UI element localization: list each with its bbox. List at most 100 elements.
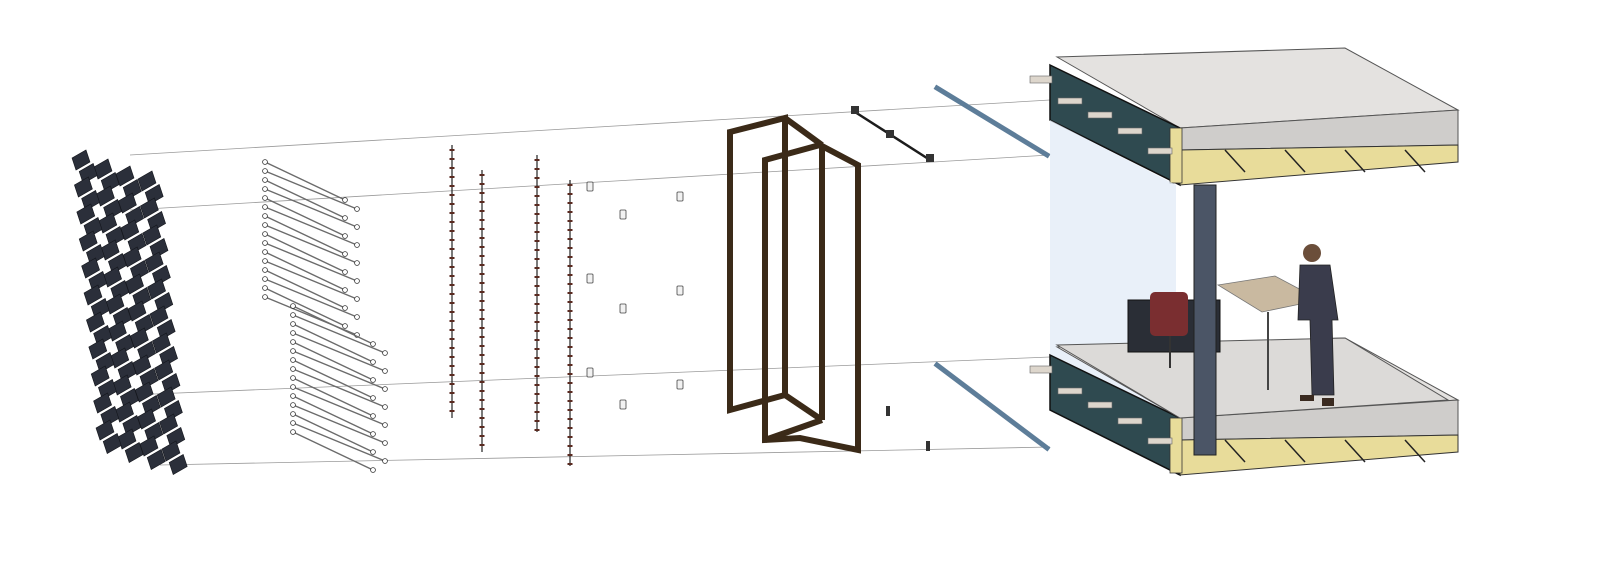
cable-clamp: [449, 383, 455, 385]
solar-panel: [76, 203, 96, 225]
solar-panel: [161, 440, 181, 462]
office-chair: [1150, 292, 1188, 336]
cable-clamp: [479, 345, 485, 347]
cable-clamp: [534, 177, 540, 179]
cable-clamp: [567, 247, 573, 249]
rod-end: [342, 251, 348, 257]
cable-clamp: [534, 348, 540, 350]
solar-panel: [108, 253, 127, 274]
solar-panel: [130, 260, 149, 281]
solar-panel: [102, 433, 122, 454]
rod-end: [382, 368, 388, 374]
cable-clamp: [567, 364, 573, 366]
rod-end: [382, 422, 388, 428]
solar-panel: [88, 271, 108, 292]
joist: [1224, 149, 1246, 173]
solar-panel: [156, 319, 176, 340]
cable-clamp: [449, 194, 455, 196]
cable-clamp: [567, 238, 573, 240]
cable-clamp: [479, 417, 485, 419]
edge-channel-bars: [933, 84, 1051, 452]
cable-clamp: [534, 312, 540, 314]
support-rod: [292, 341, 374, 381]
cable-clamp: [449, 257, 455, 259]
rod-end: [354, 206, 360, 212]
cable-clamp: [449, 293, 455, 295]
solar-panel: [90, 365, 110, 387]
support-rod: [292, 386, 386, 426]
rod-end: [342, 287, 348, 293]
cable-clamp: [567, 193, 573, 195]
rod-end: [382, 458, 388, 464]
solar-panel: [159, 346, 178, 367]
rail-clip: [851, 106, 859, 114]
solar-panel: [120, 388, 139, 409]
joist: [1404, 149, 1426, 173]
rod-end: [370, 431, 376, 437]
cable-clamp: [534, 375, 540, 377]
rod-end: [262, 276, 268, 282]
rod-end: [370, 341, 376, 347]
rod-end: [262, 240, 268, 246]
support-rod: [264, 233, 346, 273]
floor-surface: [1055, 337, 1450, 419]
rod-end: [382, 404, 388, 410]
joist: [1224, 439, 1246, 463]
cable-clamp: [449, 347, 455, 349]
person-shoe: [1300, 395, 1314, 401]
support-rod: [264, 287, 346, 327]
solar-panel: [125, 206, 144, 227]
cable-clamp: [449, 266, 455, 268]
rod-end: [342, 197, 348, 203]
cable-clamp: [449, 212, 455, 214]
cable-clamp: [479, 381, 485, 383]
cable-clamp: [567, 427, 573, 429]
solar-panel: [137, 170, 157, 192]
solar-panel: [144, 422, 164, 443]
cable-clamp: [567, 418, 573, 420]
cable-clamp: [449, 356, 455, 358]
cable-clamp: [567, 463, 573, 465]
rod-end: [290, 384, 296, 390]
rod-end: [354, 314, 360, 320]
cable-clamp: [449, 275, 455, 277]
cable-clamp: [534, 330, 540, 332]
solar-panel: [117, 361, 137, 382]
building-section: [1029, 47, 1460, 477]
anchor-plate: [1117, 417, 1143, 425]
frame-member: [764, 417, 823, 443]
bracket: [619, 209, 627, 220]
cable-clamp: [449, 365, 455, 367]
rod-end: [262, 177, 268, 183]
cable-clamp: [567, 436, 573, 438]
rod-end: [290, 321, 296, 327]
cable-clamp: [449, 329, 455, 331]
rod-end: [290, 366, 296, 372]
anchor-plate: [1057, 97, 1083, 105]
cable-clamp: [479, 210, 485, 212]
cable-clamp: [534, 195, 540, 197]
rod-end: [290, 375, 296, 381]
rod-end: [354, 278, 360, 284]
cable-clamp: [449, 239, 455, 241]
solar-panel: [83, 217, 103, 238]
cable-clamp: [534, 339, 540, 341]
cable-clamp: [534, 168, 540, 170]
solar-panel: [115, 334, 134, 355]
solar-panel: [156, 386, 176, 408]
cable-clamp: [449, 392, 455, 394]
cable-clamp: [534, 267, 540, 269]
cable-clamp: [567, 283, 573, 285]
solar-panel: [71, 149, 91, 171]
bracket-layer: [586, 181, 684, 410]
cable-clamp: [479, 201, 485, 203]
cable-clamp: [479, 390, 485, 392]
cable-clamp: [449, 221, 455, 223]
support-rod: [292, 323, 374, 363]
solar-panel: [149, 238, 169, 259]
anchor-plate: [1057, 387, 1083, 395]
bracket: [586, 181, 594, 192]
rod-end: [370, 467, 376, 473]
cable-clamp: [534, 159, 540, 161]
cable-clamp: [449, 230, 455, 232]
